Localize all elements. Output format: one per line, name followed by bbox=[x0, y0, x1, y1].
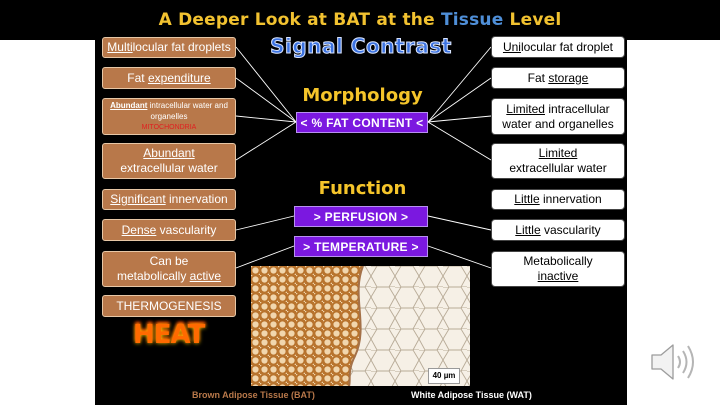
slide-title: A Deeper Look at BAT at the Tissue Level bbox=[158, 10, 562, 30]
wat-vascularity-box: Little vascularity bbox=[491, 219, 625, 241]
heat-flame-graphic: HEAT bbox=[133, 320, 205, 350]
bat-fat-expenditure-box: Fat expenditure bbox=[102, 67, 236, 89]
wat-innervation-box: Little innervation bbox=[491, 189, 625, 210]
micrograph-image bbox=[251, 266, 470, 386]
tissue-micrograph bbox=[251, 266, 470, 386]
bat-thermogenesis-box: THERMOGENESIS bbox=[102, 295, 236, 317]
wat-caption: White Adipose Tissue (WAT) bbox=[411, 390, 532, 400]
bat-intracellular-box: Abundant intracellular water and organel… bbox=[102, 98, 236, 135]
wat-fat-storage-box: Fat storage bbox=[491, 67, 625, 89]
function-heading: Function bbox=[318, 178, 407, 199]
morphology-heading: Morphology bbox=[302, 85, 423, 106]
signal-contrast-title: Signal Contrast bbox=[270, 34, 452, 59]
speaker-icon[interactable] bbox=[648, 340, 704, 389]
wat-unilocular-box: Unilocular fat droplet bbox=[491, 36, 625, 58]
bat-vascularity-box: Dense vascularity bbox=[102, 219, 236, 241]
bat-extracellular-box: Abundant extracellular water bbox=[102, 143, 236, 179]
bat-innervation-box: Significant innervation bbox=[102, 189, 236, 210]
temperature-pill: > TEMPERATURE > bbox=[294, 236, 428, 257]
wat-intracellular-box: Limited intracellular water and organell… bbox=[491, 98, 625, 135]
scale-bar-label: 40 µm bbox=[428, 368, 460, 384]
perfusion-pill: > PERFUSION > bbox=[294, 206, 428, 227]
fat-content-pill: < % FAT CONTENT < bbox=[296, 112, 428, 133]
bat-caption: Brown Adipose Tissue (BAT) bbox=[192, 390, 315, 400]
bat-multilocular-box: Multilocular fat droplets bbox=[102, 37, 236, 58]
title-bar bbox=[0, 0, 720, 40]
